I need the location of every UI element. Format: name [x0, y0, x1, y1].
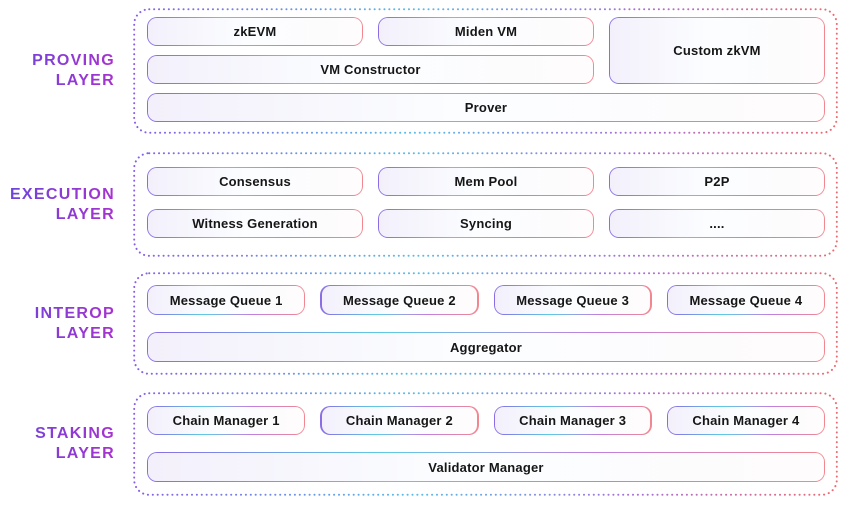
- box-aggregator: Aggregator: [147, 332, 825, 362]
- box-label: Chain Manager 1: [148, 407, 304, 434]
- layer-label-execution: EXECUTION LAYER: [0, 185, 115, 225]
- box-label: Prover: [148, 94, 824, 121]
- box-label: Chain Manager 3: [494, 407, 651, 434]
- box-custom-zkvm: Custom zkVM: [609, 17, 825, 84]
- box-witness-generation: Witness Generation: [147, 209, 363, 238]
- box-validator-manager: Validator Manager: [147, 452, 825, 482]
- box-chain-manager-2: Chain Manager 2: [320, 406, 479, 435]
- layer-label-interop: INTEROP LAYER: [0, 304, 115, 344]
- layer-row-execution: EXECUTION LAYER Consensus Mem Pool P2P W…: [0, 152, 838, 257]
- layer-label-staking: STAKING LAYER: [0, 424, 115, 464]
- layer-container-proving: zkEVM Miden VM Custom zkVM VM Constructo…: [133, 8, 838, 134]
- layer-container-execution: Consensus Mem Pool P2P Witness Generatio…: [133, 152, 838, 257]
- layer-label-line: EXECUTION: [9, 185, 115, 203]
- layer-container-interop: Message Queue 1 Message Queue 2 Message …: [133, 272, 838, 375]
- layer-label-line: LAYER: [55, 324, 115, 342]
- layer-label-line: LAYER: [55, 205, 115, 223]
- box-mem-pool: Mem Pool: [378, 167, 594, 196]
- box-prover: Prover: [147, 93, 825, 122]
- box-label: Aggregator: [148, 333, 824, 361]
- box-miden-vm: Miden VM: [378, 17, 594, 46]
- box-message-queue-2: Message Queue 2: [320, 285, 479, 315]
- layer-label-line: STAKING: [35, 425, 115, 442]
- box-label: Message Queue 3: [494, 286, 651, 314]
- box-message-queue-3: Message Queue 3: [493, 285, 652, 315]
- box-label: Consensus: [148, 168, 362, 195]
- box-label: P2P: [610, 168, 824, 195]
- box-label: zkEVM: [148, 18, 362, 45]
- box-label: Witness Generation: [148, 210, 362, 237]
- box-message-queue-4: Message Queue 4: [666, 285, 825, 315]
- box-label: VM Constructor: [148, 56, 593, 83]
- layer-row-staking: STAKING LAYER Chain Manager 1 Chain Mana…: [0, 392, 838, 496]
- box-label: Chain Manager 2: [321, 407, 478, 434]
- box-label: Syncing: [379, 210, 593, 237]
- box-chain-manager-3: Chain Manager 3: [493, 406, 652, 435]
- box-label: Validator Manager: [148, 453, 824, 481]
- box-label: Custom zkVM: [610, 18, 824, 83]
- layer-label-line: INTEROP: [34, 304, 115, 322]
- box-chain-manager-1: Chain Manager 1: [147, 406, 306, 435]
- box-zkevm: zkEVM: [147, 17, 363, 46]
- box-consensus: Consensus: [147, 167, 363, 196]
- box-syncing: Syncing: [378, 209, 594, 238]
- box-label: Mem Pool: [379, 168, 593, 195]
- layer-row-interop: INTEROP LAYER Message Queue 1 Message Qu…: [0, 272, 838, 375]
- layer-row-proving: PROVING LAYER zkEVM Miden VM Custom zkVM…: [0, 8, 838, 134]
- layer-label-line: LAYER: [55, 445, 115, 462]
- box-label: Message Queue 2: [321, 286, 478, 314]
- layer-label-line: LAYER: [55, 72, 115, 89]
- box-vm-constructor: VM Constructor: [147, 55, 594, 84]
- box-ellipsis: ....: [609, 209, 825, 238]
- box-label: ....: [610, 210, 824, 237]
- layer-container-staking: Chain Manager 1 Chain Manager 2 Chain Ma…: [133, 392, 838, 496]
- layer-label-proving: PROVING LAYER: [0, 51, 115, 91]
- box-chain-manager-4: Chain Manager 4: [666, 406, 825, 435]
- box-label: Message Queue 1: [148, 286, 304, 314]
- box-label: Miden VM: [379, 18, 593, 45]
- box-label: Message Queue 4: [668, 286, 824, 314]
- layer-label-line: PROVING: [32, 52, 115, 69]
- box-label: Chain Manager 4: [668, 407, 824, 434]
- box-message-queue-1: Message Queue 1: [147, 285, 306, 315]
- box-p2p: P2P: [609, 167, 825, 196]
